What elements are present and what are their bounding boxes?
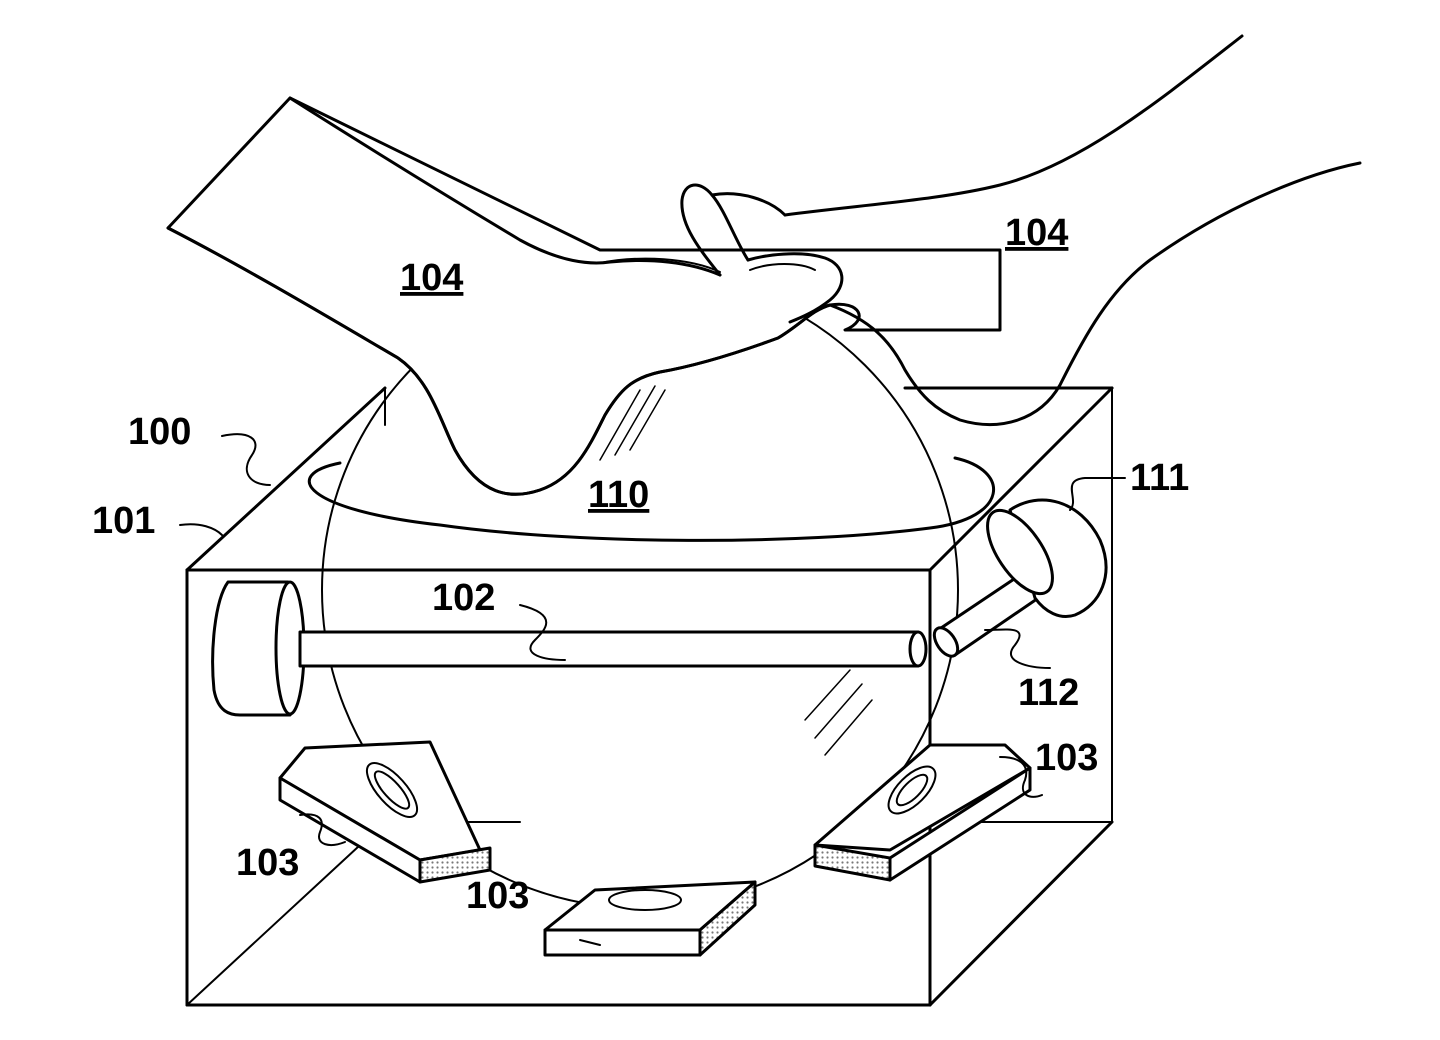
leader-lines (179, 433, 1126, 846)
shaft-102 (298, 630, 928, 668)
label-101: 101 (92, 500, 155, 542)
right-encoder-111 (932, 498, 1108, 658)
label-100: 100 (128, 411, 191, 453)
label-112: 112 (1018, 672, 1079, 714)
label-111: 111 (1130, 457, 1189, 499)
roller-103-right (813, 743, 1032, 882)
hand-104 (166, 34, 1362, 496)
label-104-right: 104 (1005, 212, 1068, 254)
roller-103-bottom (543, 880, 757, 957)
label-103-left: 103 (236, 842, 299, 884)
label-103-bottom: 103 (466, 875, 529, 917)
label-110: 110 (588, 474, 649, 516)
box-back-edges (384, 387, 1113, 823)
reference-labels: 100 101 102 103 103 103 104 104 110 111 … (92, 212, 1189, 917)
roller-103-left (278, 740, 492, 884)
label-103-right: 103 (1035, 737, 1098, 779)
label-102: 102 (432, 577, 495, 619)
box-100 (185, 386, 1114, 1007)
label-104-left: 104 (400, 257, 463, 299)
left-encoder (211, 580, 306, 717)
